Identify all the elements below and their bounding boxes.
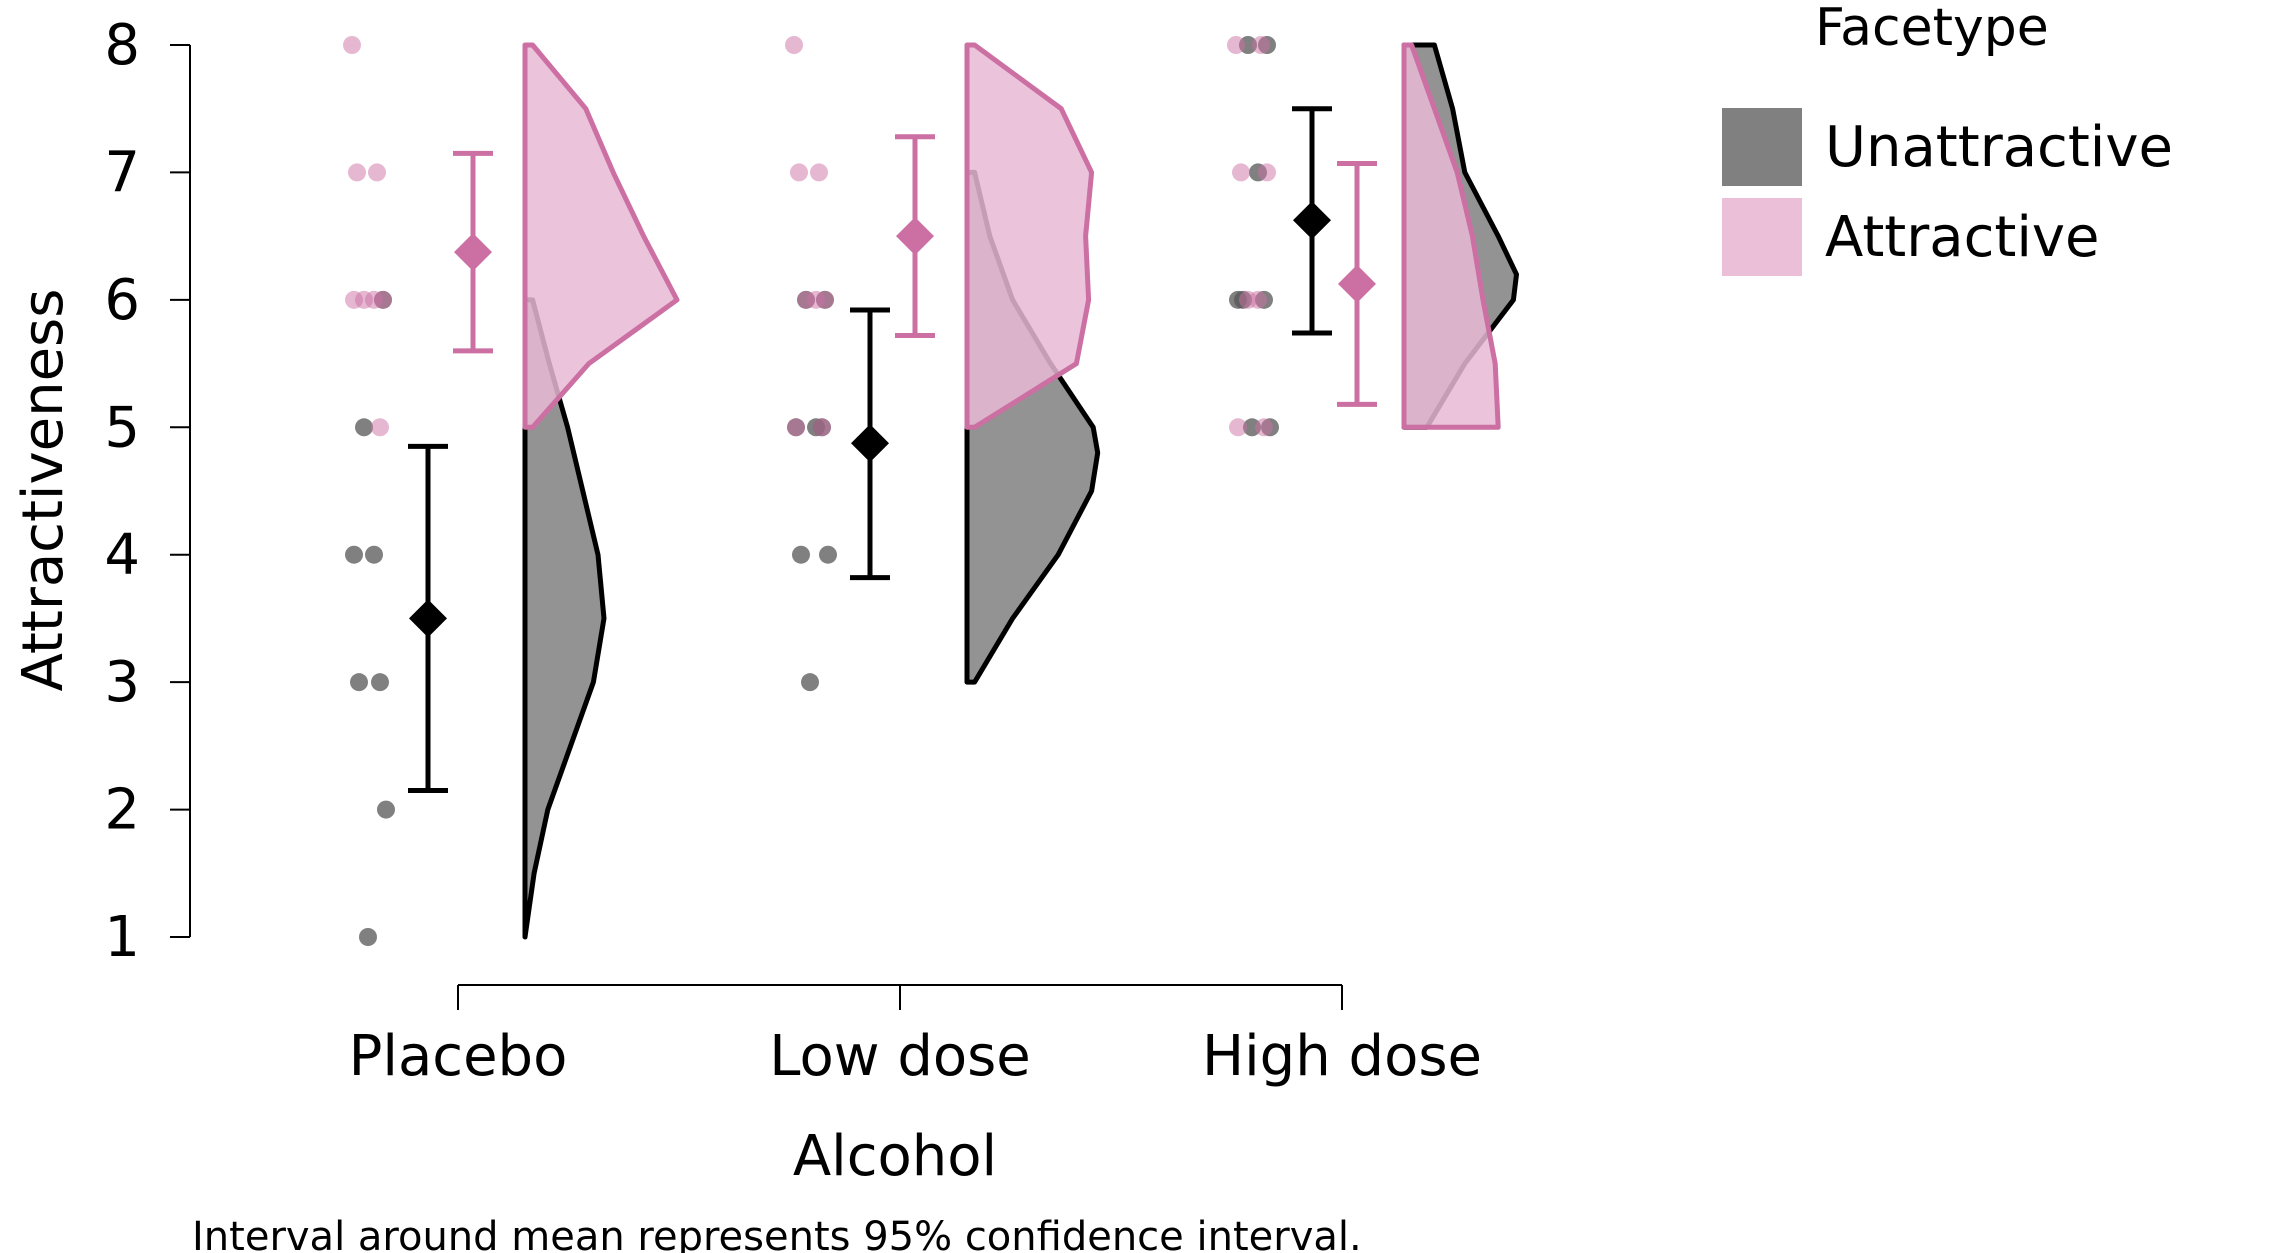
data-point-attractive [813, 418, 831, 437]
y-tick-label: 7 [104, 140, 140, 205]
footnote: Interval around mean represents 95% conf… [192, 1214, 1362, 1253]
x-tick-label: Placebo [349, 1024, 568, 1089]
x-axis-title: Alcohol [793, 1124, 997, 1189]
legend-title: Facetype [1815, 0, 2049, 58]
data-point-unattractive [365, 545, 383, 564]
legend-swatch-attractive [1722, 198, 1802, 276]
data-point-attractive [787, 418, 805, 437]
data-point-unattractive [371, 673, 389, 692]
density-cloud-attractive [1401, 42, 1501, 430]
x-tick-label: High dose [1202, 1024, 1482, 1089]
mean-marker-unattractive [1293, 201, 1331, 240]
data-point-attractive [1227, 36, 1245, 54]
legend-swatch-unattractive [1722, 108, 1802, 186]
data-point-attractive [1239, 290, 1257, 309]
mean-marker-attractive [896, 217, 934, 256]
data-point-attractive [1229, 418, 1247, 437]
x-tick-label: Low dose [769, 1024, 1031, 1089]
y-tick-label: 2 [104, 778, 140, 843]
data-point-attractive [790, 163, 808, 182]
y-axis-title: Attractiveness [11, 289, 76, 692]
data-point-unattractive [350, 673, 368, 692]
data-point-unattractive [792, 545, 810, 564]
raw-data-points [343, 36, 1279, 946]
x-axis: Placebo Low dose High dose [349, 984, 1482, 1089]
mean-marker-unattractive [851, 424, 889, 463]
data-point-attractive [816, 290, 834, 309]
data-point-unattractive [355, 418, 373, 437]
data-point-attractive [797, 290, 815, 309]
y-tick-label: 8 [104, 13, 140, 78]
density-cloud-attractive [522, 42, 680, 430]
density-clouds [522, 42, 1519, 940]
mean-ci-intervals [408, 106, 1377, 793]
data-point-attractive [785, 36, 803, 54]
mean-marker-unattractive [409, 599, 447, 638]
data-point-attractive [1258, 163, 1276, 182]
data-point-attractive [348, 163, 366, 182]
legend-label-unattractive: Unattractive [1825, 115, 2173, 180]
y-tick-label: 4 [104, 523, 140, 588]
y-tick-label: 3 [104, 650, 140, 715]
y-tick-label: 5 [104, 395, 140, 460]
density-cloud-attractive [964, 42, 1095, 430]
legend-label-attractive: Attractive [1825, 205, 2099, 270]
mean-marker-attractive [1338, 264, 1376, 303]
data-point-attractive [810, 163, 828, 182]
data-point-attractive [374, 290, 392, 309]
data-point-unattractive [359, 928, 377, 946]
y-axis: 1 2 3 4 5 6 7 8 [104, 13, 191, 970]
data-point-unattractive [801, 673, 819, 692]
data-point-attractive [343, 36, 361, 54]
data-point-attractive [368, 163, 386, 182]
data-point-attractive [1232, 163, 1250, 182]
mean-marker-attractive [454, 233, 492, 272]
data-point-unattractive [345, 545, 363, 564]
y-tick-label: 1 [104, 905, 140, 970]
data-point-attractive [1252, 36, 1270, 54]
y-tick-label: 6 [104, 268, 140, 333]
data-point-unattractive [819, 545, 837, 564]
data-point-unattractive [377, 800, 395, 819]
data-point-attractive [371, 418, 389, 437]
data-point-attractive [1255, 418, 1273, 437]
data-point-attractive [355, 290, 373, 309]
